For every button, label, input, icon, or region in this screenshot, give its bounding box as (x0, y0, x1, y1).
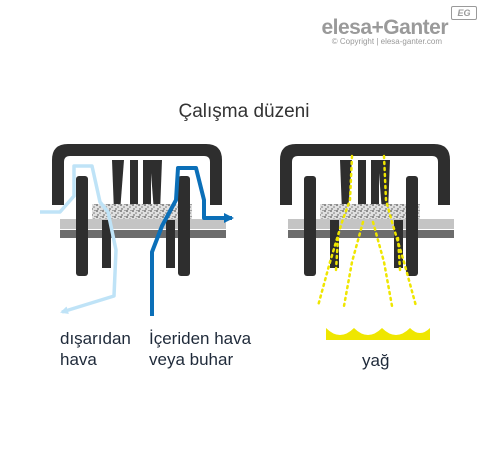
breather-right (280, 144, 454, 276)
filter-right (320, 204, 420, 220)
breather-left (52, 144, 226, 276)
oil-wave (326, 328, 430, 340)
flow-inside-air (150, 166, 234, 316)
oil-mist (316, 154, 418, 308)
diagram-title: Çalışma düzeni (178, 101, 310, 122)
brand-badge: EG (451, 6, 477, 20)
flow-outside-air (40, 164, 118, 315)
label-oil: yağ (362, 351, 390, 370)
copyright-text: © Copyright | elesa-ganter.com (331, 37, 442, 46)
brand-logo: elesa+Ganter (321, 16, 448, 39)
cap-left (52, 144, 222, 205)
label-outside-air: dışarıdan hava (60, 329, 131, 369)
cap-right (280, 144, 450, 205)
label-inside-air: İçeriden hava veya buhar (149, 329, 252, 369)
